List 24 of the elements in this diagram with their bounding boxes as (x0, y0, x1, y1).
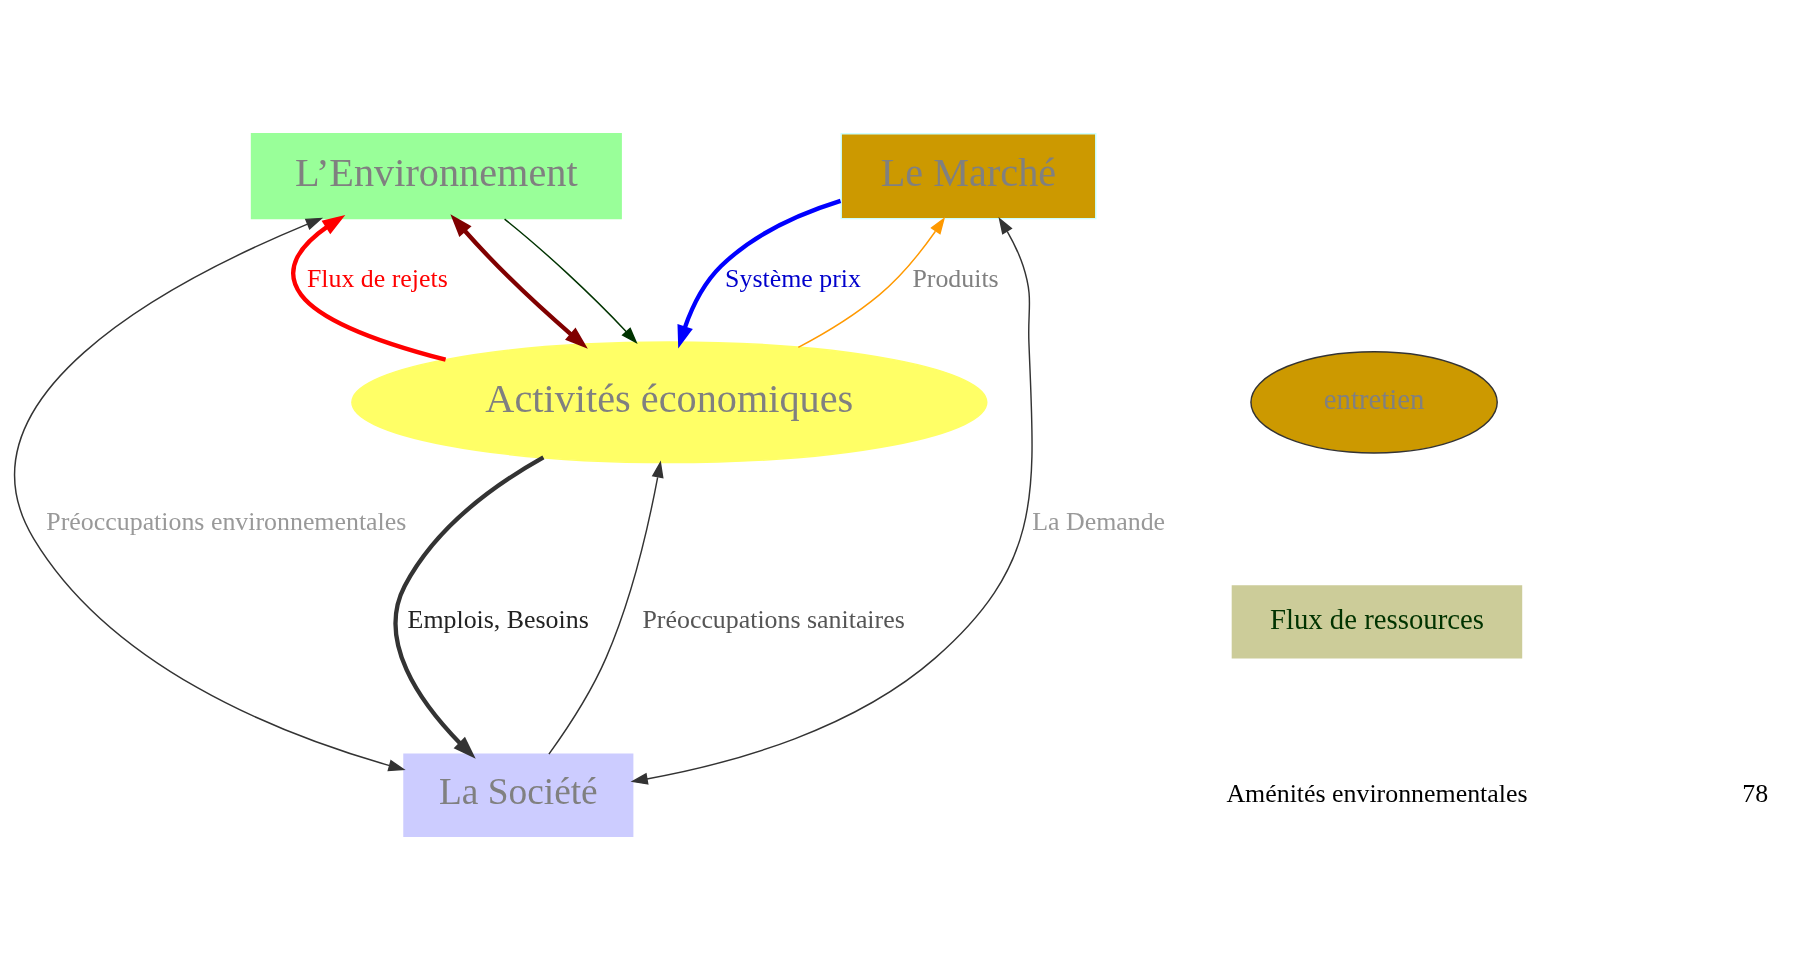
edge-label: Préoccupations environnementales (46, 506, 407, 536)
edge-label: Préoccupations sanitaires (642, 604, 905, 634)
arrow (450, 213, 588, 349)
arrow (291, 214, 447, 362)
arrow (797, 216, 946, 348)
label: 78 (1742, 778, 1769, 808)
node-box: La Société (403, 753, 634, 837)
arrow (630, 216, 1033, 785)
edge-label: Flux de rejets (306, 263, 448, 293)
arrow (393, 455, 545, 759)
edge-label: Emplois, Besoins (407, 604, 589, 634)
node-box: Le Marché (840, 132, 1097, 219)
edge-label: Système prix (725, 263, 861, 293)
node-ellipse: Activités économiques (351, 340, 988, 463)
arrow (503, 217, 638, 344)
edge-label: Produits (912, 263, 999, 293)
edge-label: La Demande (1032, 506, 1166, 536)
arrow (548, 459, 664, 755)
node-box: L’Environnement (250, 132, 622, 219)
node-ellipse: entretien (1250, 350, 1498, 454)
node-box: Flux de ressources (1231, 584, 1523, 659)
arrow (677, 198, 842, 348)
label: Aménités environnementales (1226, 778, 1528, 808)
arrow (14, 217, 406, 771)
